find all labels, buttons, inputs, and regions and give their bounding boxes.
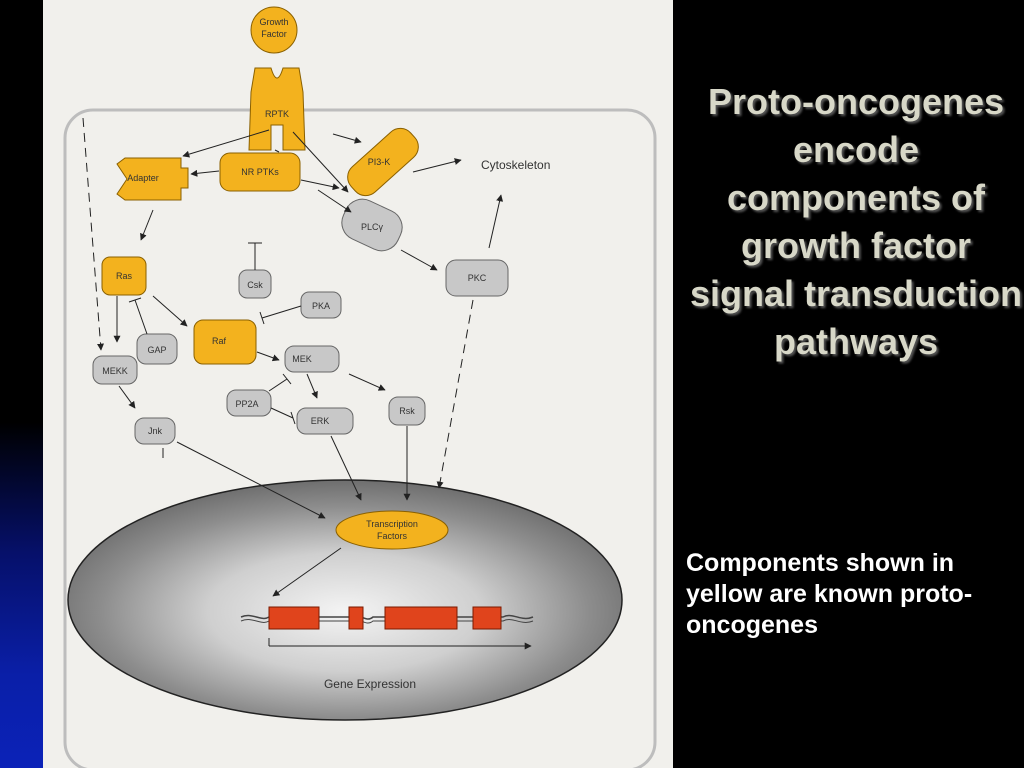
csk-label: Csk xyxy=(247,280,263,290)
nr-ptks-label: NR PTKs xyxy=(241,167,279,177)
ras-node: Ras xyxy=(101,256,147,296)
adapter-node: Adapter xyxy=(116,157,189,201)
plcy-node: PLCγ xyxy=(341,198,403,252)
jnk-label: Jnk xyxy=(148,426,163,436)
pathway-diagram: Growth Factor RPTK Adapter NR PTKs PI3-K… xyxy=(63,6,657,768)
mekk-node: MEKK xyxy=(92,355,138,385)
pka-label: PKA xyxy=(312,301,330,311)
pp2a-label: PP2A xyxy=(235,399,258,409)
exon-4 xyxy=(472,606,502,630)
slide-body-text: Components shown in yellow are known pro… xyxy=(686,549,973,639)
gap-label: GAP xyxy=(147,345,166,355)
pkc-node: PKC xyxy=(445,259,509,297)
mek-node: MEK xyxy=(284,345,340,373)
rptk-label: RPTK xyxy=(265,109,289,119)
pi3k-label: PI3-K xyxy=(368,157,391,167)
mek-label: MEK xyxy=(292,354,312,364)
gene-expression-label: Gene Expression xyxy=(324,677,416,691)
growth-factor-label-2: Factor xyxy=(261,29,287,39)
erk-node: ERK xyxy=(296,407,354,435)
gene-dna xyxy=(240,606,534,630)
erk-label: ERK xyxy=(311,416,330,426)
rsk-label: Rsk xyxy=(399,406,415,416)
mekk-label: MEKK xyxy=(102,366,128,376)
adapter-label: Adapter xyxy=(127,173,159,183)
transcription-factors-label-1: Transcription xyxy=(366,519,418,529)
signal-pathway-figure: Growth Factor RPTK Adapter NR PTKs PI3-K… xyxy=(43,0,673,768)
gap-node: GAP xyxy=(136,333,178,365)
pkc-label: PKC xyxy=(468,273,487,283)
cytoskeleton-label: Cytoskeleton xyxy=(481,158,550,172)
raf-label: Raf xyxy=(212,336,227,346)
nucleus xyxy=(67,479,623,721)
jnk-node: Jnk xyxy=(134,417,176,445)
ras-label: Ras xyxy=(116,271,133,281)
pka-node: PKA xyxy=(300,291,342,319)
exon-2 xyxy=(348,606,364,630)
exon-3 xyxy=(384,606,458,630)
left-gradient-band xyxy=(0,0,43,768)
transcription-factors-node: Transcription Factors xyxy=(335,510,449,550)
pathway-arrows xyxy=(82,117,504,597)
pp2a-node: PP2A xyxy=(226,389,272,417)
csk-node: Csk xyxy=(238,269,272,299)
plcy-label: PLCγ xyxy=(361,222,384,232)
exon-1 xyxy=(268,606,320,630)
rsk-node: Rsk xyxy=(388,396,426,426)
growth-factor-node: Growth Factor xyxy=(250,6,298,54)
rptk-receptor: RPTK xyxy=(248,67,306,151)
nr-ptks-node: NR PTKs xyxy=(219,152,301,192)
growth-factor-label-1: Growth xyxy=(259,17,288,27)
transcription-factors-label-2: Factors xyxy=(377,531,408,541)
pi3k-node: PI3-K xyxy=(347,127,419,197)
cell-membrane xyxy=(63,108,657,768)
raf-node: Raf xyxy=(193,319,257,365)
slide-title: Proto-oncogenes encode components of gro… xyxy=(689,81,1023,362)
